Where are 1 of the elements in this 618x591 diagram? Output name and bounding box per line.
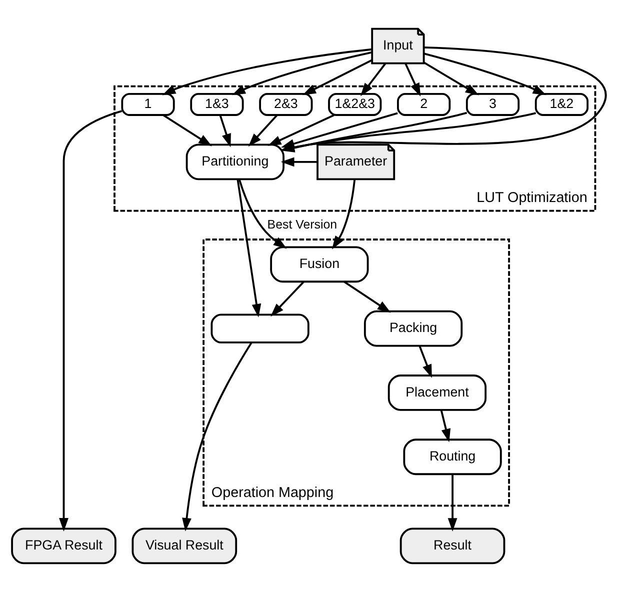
edge-label: Best Version — [267, 216, 338, 231]
